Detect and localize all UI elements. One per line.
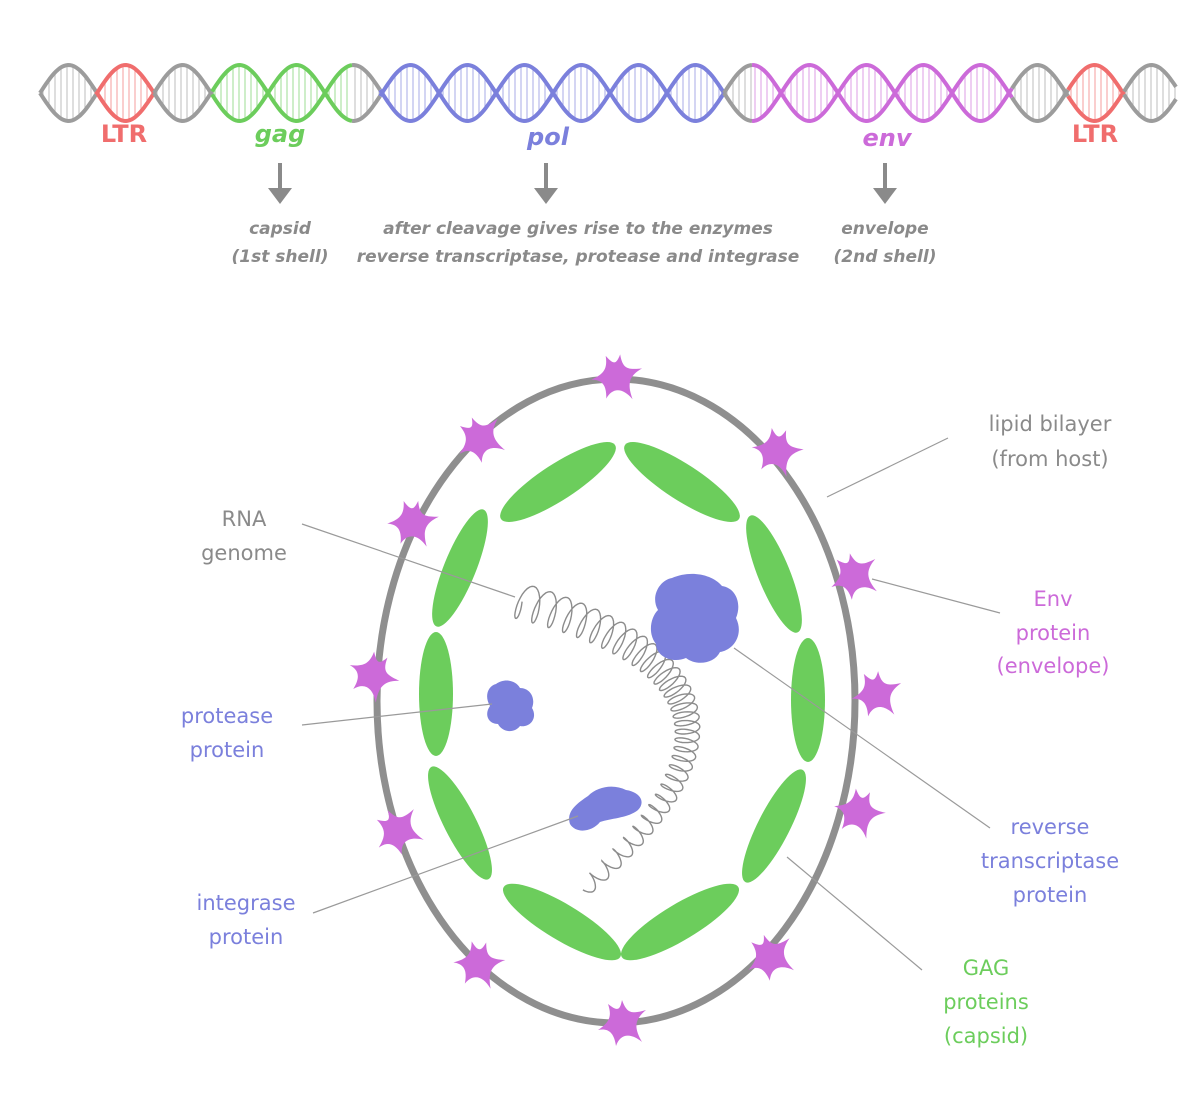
helix-strand (1010, 88, 1070, 124)
helix-strand (722, 91, 753, 123)
helix-strand (152, 62, 214, 96)
env-product-line2: (2nd shell) (834, 247, 937, 267)
gag-protein (624, 442, 740, 522)
rna-genome-label: RNA genome (201, 507, 287, 565)
pol-arrow-icon (534, 163, 558, 204)
ltr-right-label: LTR (1072, 120, 1118, 148)
env-product-line1: envelope (841, 219, 928, 239)
helix-strand (152, 90, 214, 124)
helix-strand (1122, 93, 1178, 124)
svg-text:(capsid): (capsid) (944, 1024, 1028, 1048)
gag-protein (500, 442, 616, 522)
leader-env-protein (871, 578, 1001, 614)
svg-text:protein: protein (1016, 621, 1091, 645)
helix-strand (722, 63, 753, 95)
svg-text:protein: protein (1013, 883, 1088, 907)
proviral-dna-helix (38, 62, 1178, 124)
svg-text:transcriptase: transcriptase (981, 849, 1119, 873)
helix-strand (351, 94, 382, 124)
svg-text:lipid bilayer: lipid bilayer (989, 412, 1112, 436)
reverse-transcriptase-protein (650, 573, 739, 663)
helix-strand (1066, 90, 1126, 124)
env-arrow-icon (873, 163, 897, 204)
pol-gene-label: pol (526, 123, 570, 151)
svg-text:GAG: GAG (963, 956, 1010, 980)
leader-gag-proteins (786, 856, 923, 971)
gag-gene-label: gag (255, 120, 306, 148)
reverse-transcriptase-label: reverse transcriptase protein (981, 815, 1119, 907)
ltr-left-label: LTR (101, 120, 147, 148)
svg-text:integrase: integrase (197, 891, 296, 915)
svg-text:protein: protein (209, 925, 284, 949)
leader-integrase (312, 815, 579, 914)
helix-strand (94, 90, 156, 124)
leader-lines (301, 437, 1001, 971)
lipid-bilayer-label: lipid bilayer (from host) (989, 412, 1112, 471)
gag-proteins-label: GAG proteins (capsid) (943, 956, 1029, 1048)
helix-strand (38, 91, 98, 124)
svg-text:genome: genome (201, 541, 287, 565)
protease-label: protease protein (181, 704, 273, 762)
gag-protein (419, 632, 453, 756)
svg-text:proteins: proteins (943, 990, 1029, 1014)
rna-genome-coil (514, 585, 701, 893)
gag-arrow-icon (268, 163, 292, 204)
leader-reverse-transcriptase (733, 647, 991, 829)
leader-rna-genome (301, 523, 516, 598)
svg-text:(from host): (from host) (991, 447, 1108, 471)
helix-strand (94, 62, 156, 96)
helix-strand (1122, 62, 1178, 93)
svg-text:protein: protein (190, 738, 265, 762)
helix-strand (1066, 62, 1126, 96)
gag-protein (742, 769, 806, 883)
env-gene-label: env (862, 124, 912, 152)
gag-protein (428, 766, 492, 880)
integrase-label: integrase protein (197, 891, 296, 949)
protease-protein (487, 680, 535, 732)
env-protein-spike (744, 420, 808, 483)
helix-strand (751, 62, 1014, 124)
env-protein-label: Env protein (envelope) (997, 587, 1110, 678)
svg-text:reverse: reverse (1011, 815, 1090, 839)
helix-strand (351, 62, 382, 92)
gag-protein (746, 515, 802, 633)
gag-protein (432, 509, 488, 627)
svg-text:RNA: RNA (222, 507, 267, 531)
helix-strand (38, 62, 98, 95)
pol-product-line2: reverse transcriptase, protease and inte… (357, 247, 800, 267)
helix-strand (751, 62, 1014, 124)
leader-lipid-bilayer (826, 437, 949, 498)
pol-product-line1: after cleavage gives rise to the enzymes (383, 219, 773, 239)
env-protein-spike (366, 800, 430, 863)
gag-protein (502, 883, 622, 961)
env-protein-spike (740, 928, 799, 986)
env-protein-spike (339, 642, 406, 709)
svg-text:protease: protease (181, 704, 273, 728)
svg-text:Env: Env (1033, 587, 1072, 611)
rna-strand (514, 585, 701, 893)
leader-protease (301, 703, 493, 726)
helix-strand (1010, 62, 1070, 98)
gag-capsid (419, 442, 825, 961)
gag-product-line1: capsid (249, 219, 312, 239)
env-protein-spike (383, 494, 442, 552)
svg-text:(envelope): (envelope) (997, 654, 1110, 678)
gag-product-line2: (1st shell) (232, 247, 329, 267)
integrase-protein (569, 786, 642, 831)
gag-protein (620, 883, 740, 961)
